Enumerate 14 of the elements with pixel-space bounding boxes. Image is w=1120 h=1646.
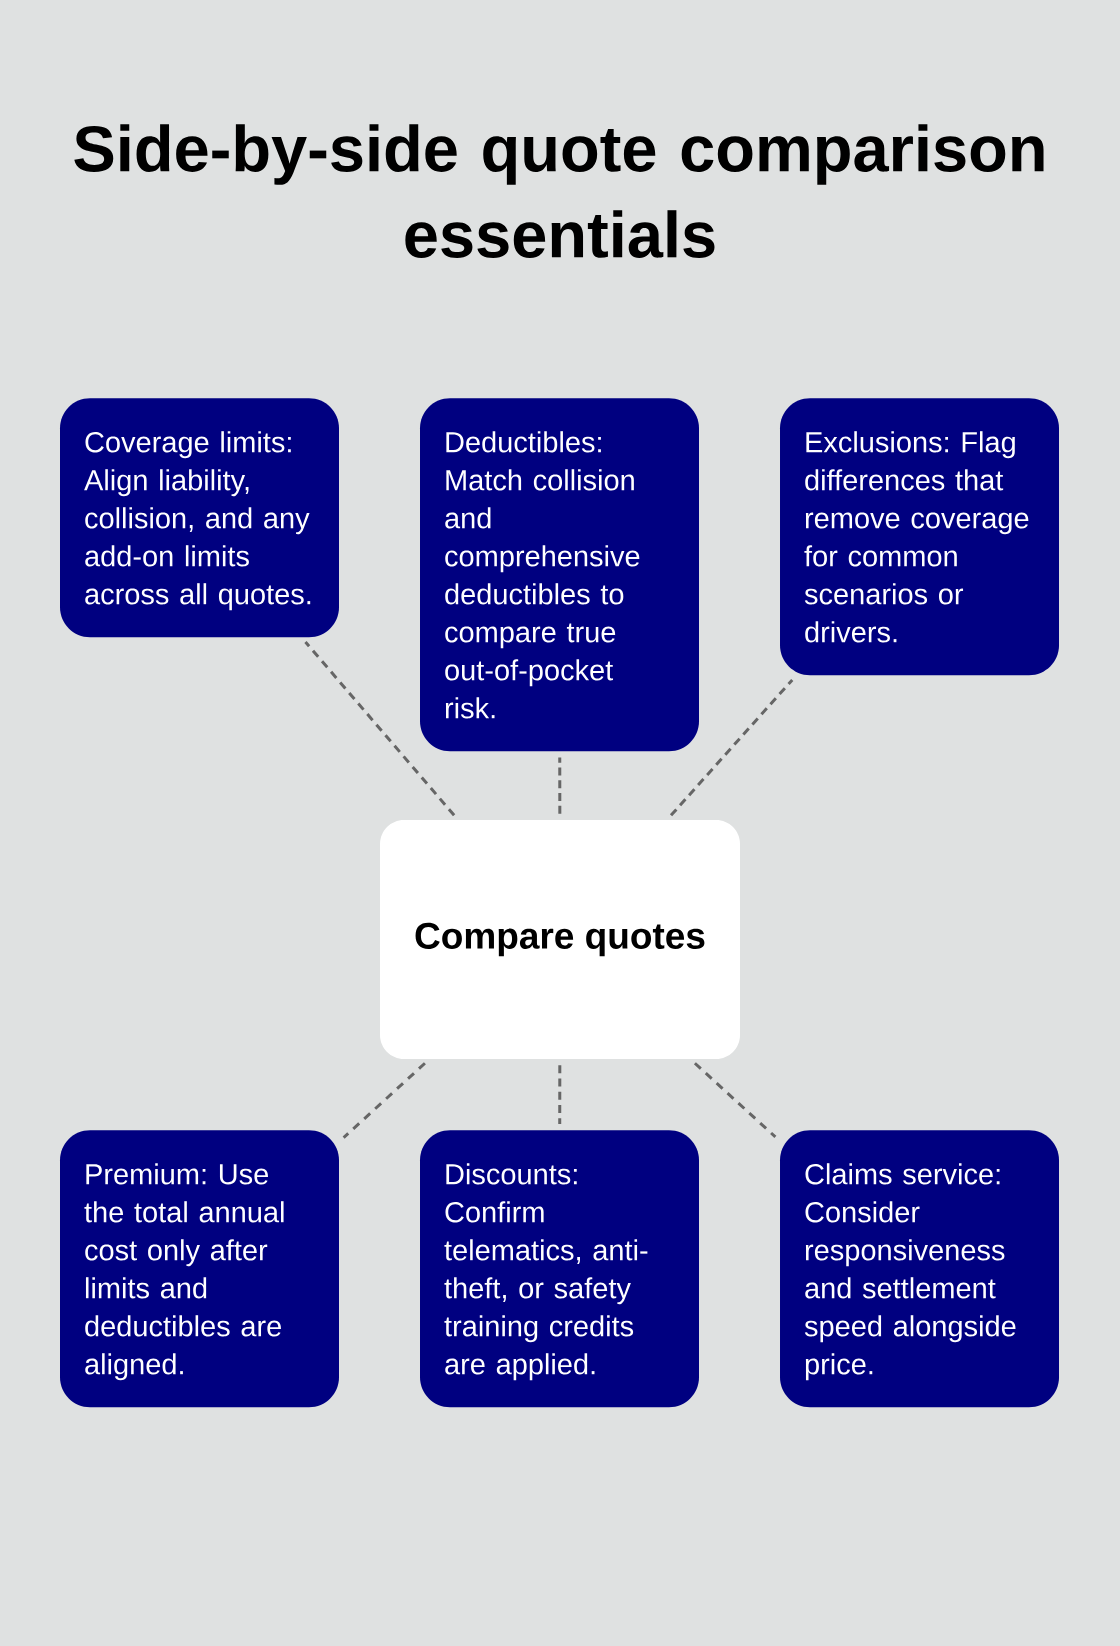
connector-line (693, 1062, 777, 1139)
center-box: Compare quotes (380, 820, 740, 1059)
connector-line (669, 678, 794, 817)
text-card: Premium: Use the total annual cost only after limits and deductibles are aligned. (60, 1130, 339, 1408)
connector-line (304, 641, 456, 817)
text-card: Claims service: Consider responsiveness and settlement speed alongside price. (780, 1130, 1059, 1408)
text-card: Coverage limits: Align liability, collision, and any add-on limits across all quotes. (60, 398, 339, 638)
text-card: Discounts: Confirm telematics, anti-theft, or safety training credits are applied. (420, 1130, 699, 1408)
connector-line (558, 1065, 562, 1124)
text-card: Deductibles: Match collision and comprehensive deductibles to compare true out-of-pocket risk. (420, 398, 699, 752)
connector-line (342, 1062, 426, 1139)
text-card: Exclusions: Flag differences that remove coverage for common scenarios or drivers. (780, 398, 1059, 676)
title: Side-by-side quote comparison essentials (74, 124, 1044, 258)
connector-line (558, 757, 562, 814)
